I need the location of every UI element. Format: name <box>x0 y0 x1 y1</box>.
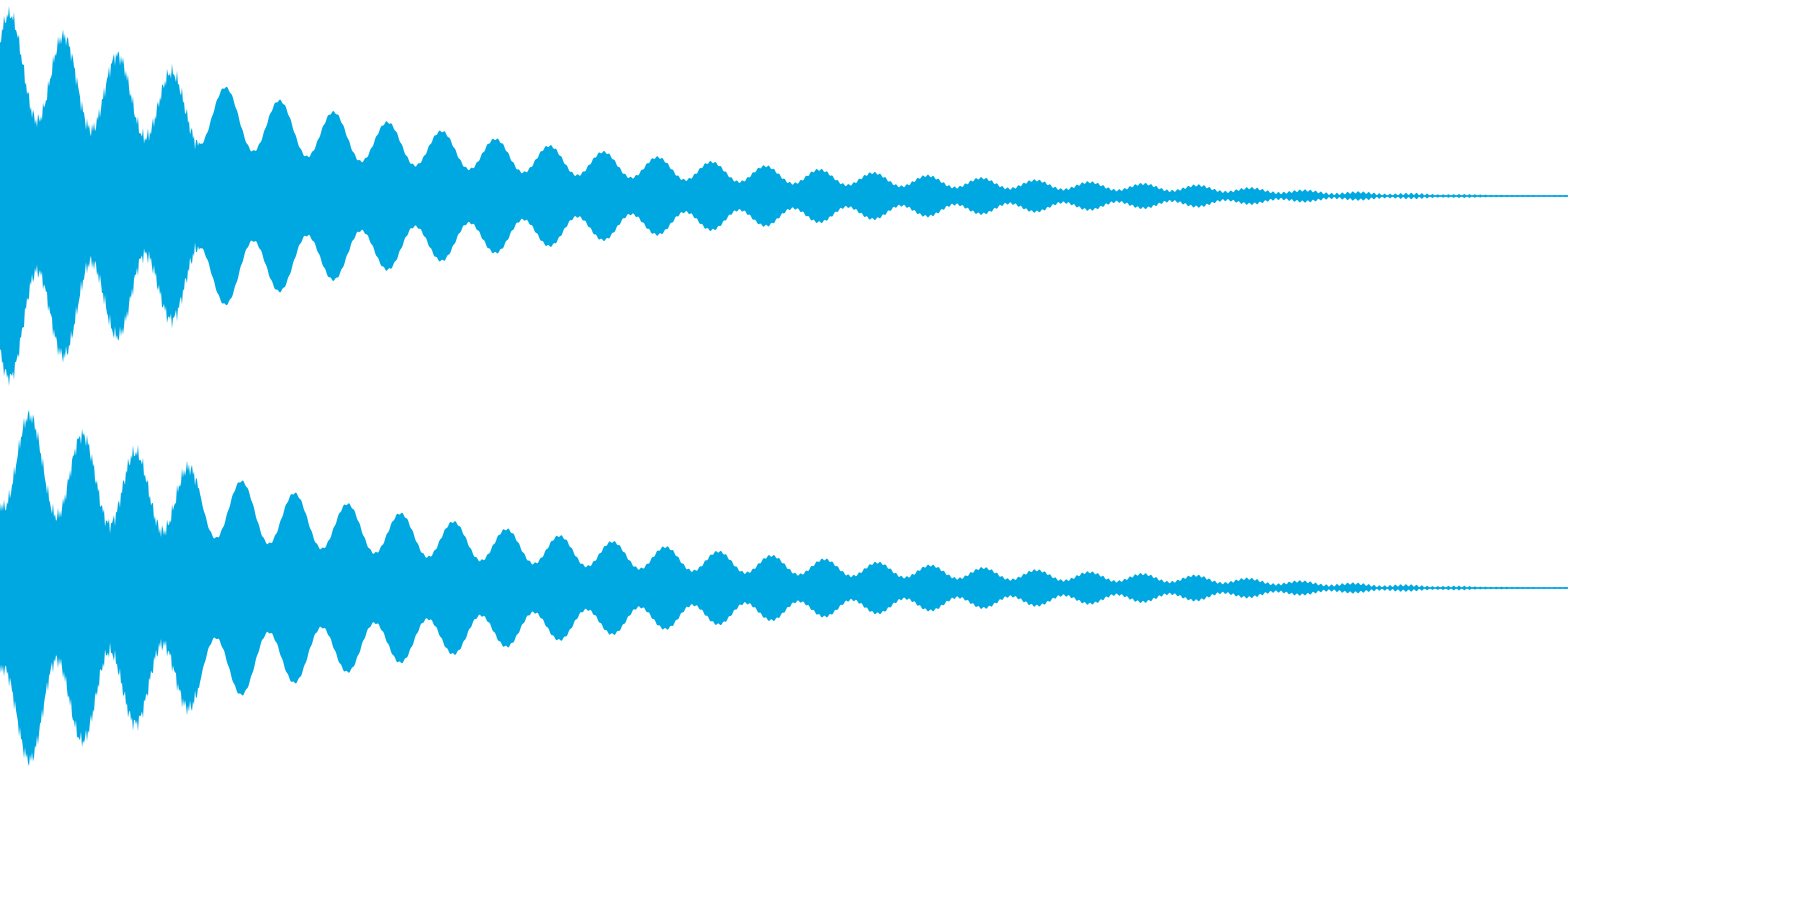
waveform-canvas <box>0 6 1568 767</box>
audio-waveform-view <box>0 6 1568 767</box>
waveform-channel-left <box>0 6 1568 386</box>
waveform-channel-right <box>0 409 1568 767</box>
